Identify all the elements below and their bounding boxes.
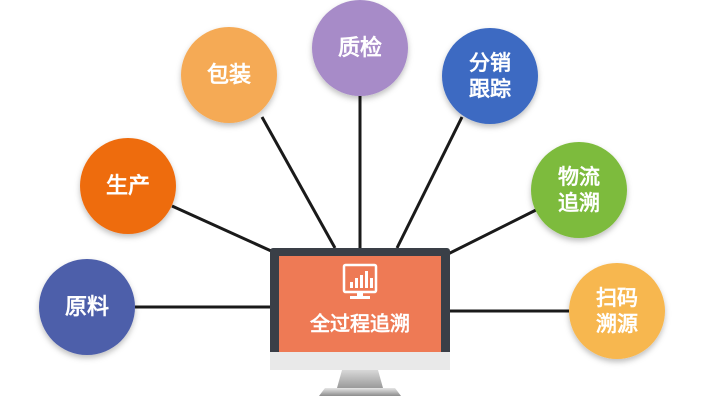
node-label-logistics-tracing-line-1: 物流 <box>558 165 600 189</box>
node-circle-raw-material <box>39 259 135 355</box>
connector-production <box>171 204 281 257</box>
node-label-raw-material-line-1: 原料 <box>65 295 109 320</box>
monitor-stand <box>337 370 383 388</box>
node-label-distribution-tracking-line-2: 跟踪 <box>469 77 511 101</box>
node-packaging: 包装 <box>181 27 277 123</box>
monitor-screen <box>279 256 441 352</box>
node-label-production-line-1: 生产 <box>106 174 150 199</box>
monitor-base <box>319 388 401 396</box>
node-label-scan-code-tracing-line-2: 溯源 <box>596 312 638 336</box>
node-production: 生产 <box>80 138 176 234</box>
node-raw-material: 原料 <box>39 259 135 355</box>
node-quality-inspection: 质检 <box>312 0 408 96</box>
node-circle-production <box>80 138 176 234</box>
node-label-scan-code-tracing-line-1: 扫码 <box>596 286 638 310</box>
node-circle-scan-code-tracing <box>569 263 665 359</box>
bar-chart-monitor-icon <box>342 263 378 299</box>
node-circle-distribution-tracking <box>442 28 538 124</box>
node-circle-quality-inspection <box>312 0 408 96</box>
node-circle-packaging <box>181 27 277 123</box>
node-label-quality-inspection-line-1: 质检 <box>338 35 382 61</box>
node-label-distribution-tracking-line-1: 分销 <box>469 51 511 75</box>
monitor: 全过程追溯 <box>270 248 450 396</box>
connector-distribution-tracking <box>395 116 464 249</box>
connector-packaging <box>260 116 337 249</box>
node-label-packaging-line-1: 包装 <box>207 62 251 88</box>
node-circle-logistics-tracing <box>531 142 627 238</box>
node-label-logistics-tracing-line-2: 追溯 <box>558 191 600 215</box>
connector-lines <box>135 96 569 313</box>
monitor-chin <box>270 352 450 370</box>
connector-logistics-tracing <box>439 208 537 260</box>
center-label: 全过程追溯 <box>309 312 410 336</box>
